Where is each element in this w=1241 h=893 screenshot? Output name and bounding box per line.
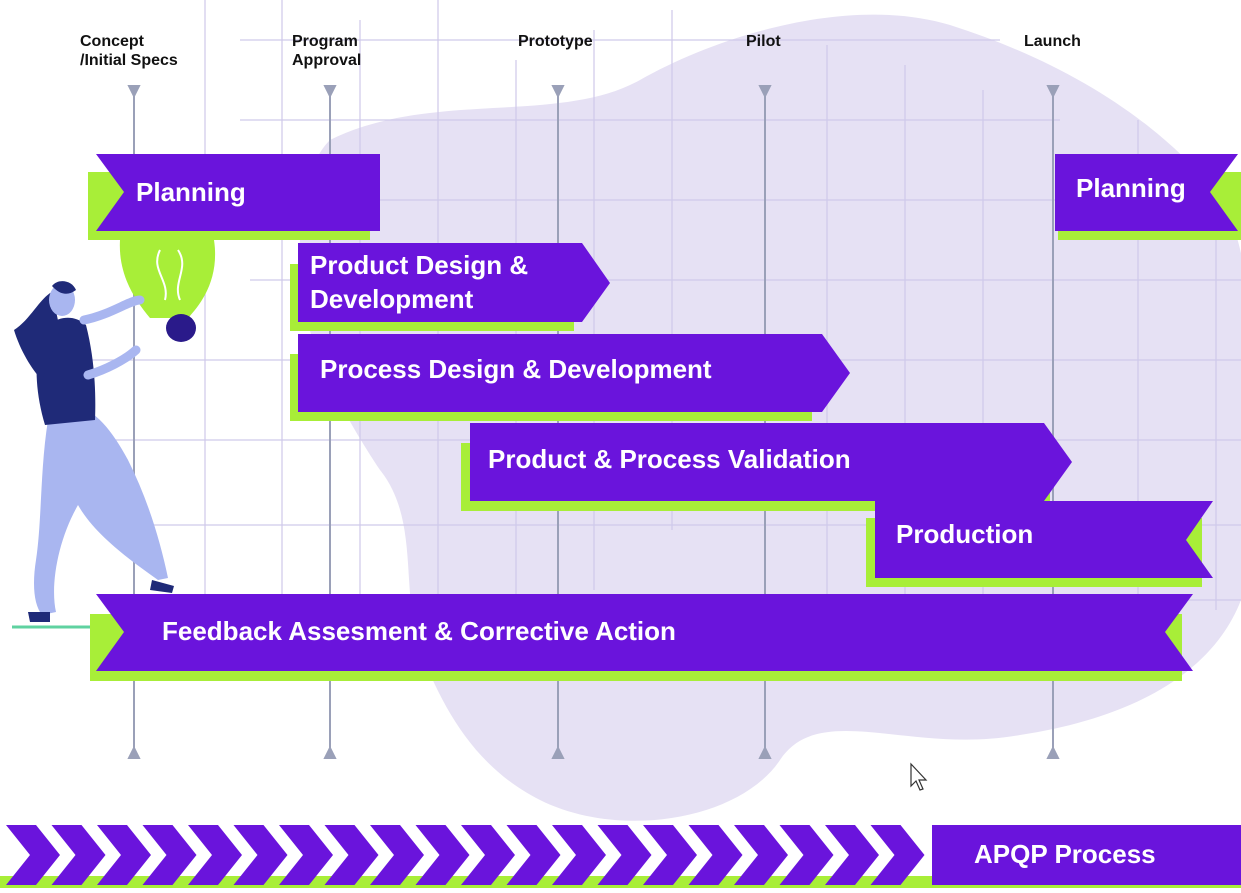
chevron-arrow-icon	[233, 825, 288, 885]
chevron-arrow-icon	[279, 825, 333, 885]
chevron-arrow-icon	[415, 825, 470, 885]
phase-production-label: Production	[896, 519, 1033, 549]
chevron-arrow-icon	[461, 825, 515, 885]
chevron-arrow-icon	[51, 825, 106, 885]
chevron-arrow-icon	[688, 825, 743, 885]
milestone-pilot: Pilot	[746, 33, 781, 50]
milestone-prototype: Prototype	[518, 33, 593, 50]
phase-planning-end-label: Planning	[1076, 173, 1186, 203]
chevron-arrow-icon	[643, 825, 697, 885]
phase-production: Production	[866, 501, 1213, 587]
chevron-arrow-icon	[142, 825, 197, 885]
phase-process-design: Process Design & Development	[290, 334, 850, 421]
footer-band: APQP Process	[0, 825, 1241, 888]
chevron-arrow-icon	[870, 825, 925, 885]
woman-illustration	[12, 281, 174, 629]
chevron-arrow-icon	[97, 825, 151, 885]
phase-feedback: Feedback Assesment & Corrective Action	[90, 594, 1193, 681]
phase-product-design-label-line1: Product Design &	[310, 250, 528, 280]
chevron-arrow-icon	[506, 825, 561, 885]
chevron-arrow-icon	[734, 825, 788, 885]
chevron-arrow-icon	[779, 825, 834, 885]
chevron-arrow-icon	[552, 825, 606, 885]
phase-process-design-label: Process Design & Development	[320, 354, 712, 384]
footer-title: APQP Process	[974, 839, 1156, 869]
chevron-arrow-icon	[597, 825, 652, 885]
chevron-arrow-icon	[324, 825, 379, 885]
cursor-icon	[910, 762, 928, 791]
milestone-launch: Launch	[1024, 33, 1081, 50]
phase-product-design: Product Design & Development	[290, 243, 610, 331]
chevron-arrow-icon	[825, 825, 879, 885]
chevron-arrow-icon	[188, 825, 242, 885]
phase-planning-start-label: Planning	[136, 177, 246, 207]
phase-validation: Product & Process Validation	[461, 423, 1072, 511]
milestone-concept: Concept /Initial Specs	[80, 33, 178, 69]
chevron-arrow-icon	[370, 825, 424, 885]
phase-validation-label: Product & Process Validation	[488, 444, 851, 474]
phase-planning-start: Planning	[88, 154, 380, 240]
milestone-program-approval: Program Approval	[292, 33, 362, 69]
footer-chevrons	[6, 825, 925, 885]
phase-planning-end: Planning	[1055, 154, 1241, 240]
chevron-arrow-icon	[6, 825, 60, 885]
phase-feedback-label: Feedback Assesment & Corrective Action	[162, 616, 676, 646]
phase-product-design-label-line2: Development	[310, 284, 474, 314]
